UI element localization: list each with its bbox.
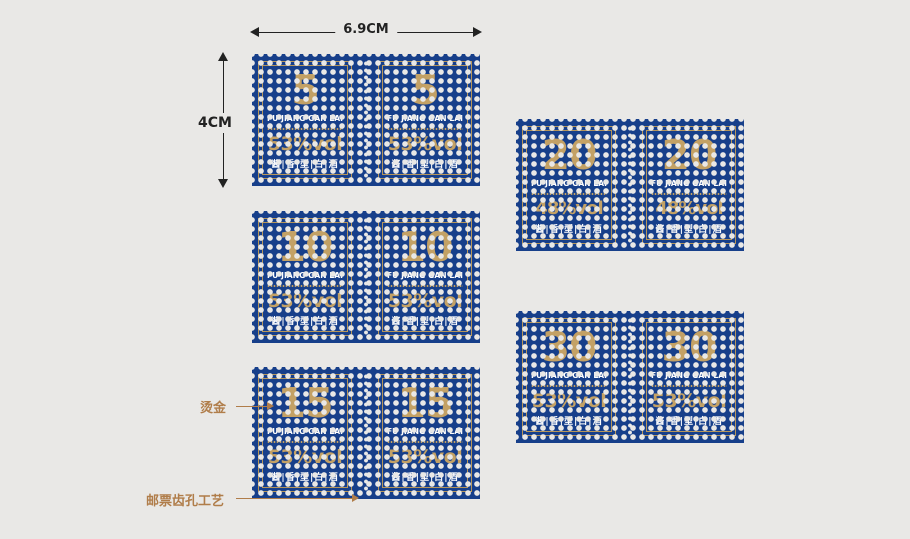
- stamp-inner-frame: [262, 65, 348, 175]
- stamp-vol: 53%vol: [387, 133, 463, 155]
- stamp-inner-frame: [262, 222, 348, 332]
- dotted-divider: [531, 385, 607, 387]
- perforation-line: [627, 125, 633, 245]
- stamp-left: 15 FU JIANG GAN LAI 53%vol 酱|香|型|白|酒: [258, 374, 352, 492]
- stamp-inner-frame: [262, 378, 348, 488]
- stamp-brand: FU JIANG GAN LAI: [386, 427, 464, 436]
- stamp-vol: 53%vol: [267, 446, 343, 468]
- stamp-number: 20: [661, 131, 717, 179]
- stamp-right: 20 FU JIANG GAN LAI 48%vol 酱|香|型|白|酒: [642, 126, 736, 244]
- stamp-chars: 酱|香|型|白|酒: [271, 160, 339, 170]
- stamp-chars: 酱|香|型|白|酒: [271, 317, 339, 327]
- perforation-line: [363, 60, 369, 180]
- stamp-right: 15 FU JIANG GAN LAI 53%vol 酱|香|型|白|酒: [378, 374, 472, 492]
- stamp-chars: 酱|香|型|白|酒: [655, 225, 723, 235]
- dotted-divider: [531, 193, 607, 195]
- dotted-divider: [651, 385, 727, 387]
- dotted-divider: [387, 128, 463, 130]
- stamp-vol: 53%vol: [267, 290, 343, 312]
- dotted-divider: [387, 441, 463, 443]
- stamp-sheet-5: 5 FU JIANG GAN LAI 53%vol 酱|香|型|白|酒 5 FU…: [252, 54, 480, 186]
- stamp-number: 30: [541, 323, 597, 371]
- arrow-right-icon: [473, 27, 482, 37]
- stamp-chars: 酱|香|型|白|酒: [535, 417, 603, 427]
- stamp-inner-frame: [646, 322, 732, 432]
- arrow-left-icon: [250, 27, 259, 37]
- stamp-inner-frame: [382, 222, 468, 332]
- stamp-right: 10 FU JIANG GAN LAI 53%vol 酱|香|型|白|酒: [378, 218, 472, 336]
- stamp-number: 10: [397, 223, 453, 271]
- stamp-chars: 酱|香|型|白|酒: [391, 473, 459, 483]
- perforation-line: [363, 217, 369, 337]
- stamp-number: 20: [541, 131, 597, 179]
- stamp-vol: 53%vol: [531, 390, 607, 412]
- stamp-vol: 53%vol: [387, 446, 463, 468]
- stamp-left: 10 FU JIANG GAN LAI 53%vol 酱|香|型|白|酒: [258, 218, 352, 336]
- dotted-divider: [267, 441, 343, 443]
- dotted-divider: [267, 128, 343, 130]
- stamp-number: 30: [661, 323, 717, 371]
- stamp-vol: 48%vol: [535, 198, 603, 219]
- stamp-vol: 53%vol: [651, 390, 727, 412]
- perforation-annotation-line: [236, 498, 352, 499]
- stamp-brand: FU JIANG GAN LAI: [266, 271, 344, 280]
- perforation-line: [627, 317, 633, 437]
- stamp-brand: FU JIANG GAN LAI: [650, 179, 728, 188]
- dotted-divider: [387, 285, 463, 287]
- arrow-right-icon: [352, 494, 359, 502]
- arrow-down-icon: [218, 179, 228, 188]
- perforation-line: [363, 373, 369, 493]
- height-label: 4CM: [198, 113, 232, 133]
- stamp-inner-frame: [646, 130, 732, 240]
- stamp-brand: FU JIANG GAN LAI: [386, 114, 464, 123]
- stamp-vol: 53%vol: [387, 290, 463, 312]
- stamp-chars: 酱|香|型|白|酒: [655, 417, 723, 427]
- stamp-sheet-15: 15 FU JIANG GAN LAI 53%vol 酱|香|型|白|酒 15 …: [252, 367, 480, 499]
- stamp-number: 5: [291, 66, 320, 114]
- width-label: 6.9CM: [335, 22, 397, 37]
- stamp-left: 20 FU JIANG GAN LAI 48%vol 酱|香|型|白|酒: [522, 126, 616, 244]
- stamp-sheet-10: 10 FU JIANG GAN LAI 53%vol 酱|香|型|白|酒 10 …: [252, 211, 480, 343]
- foil-annotation-line: [236, 406, 268, 407]
- stamp-inner-frame: [526, 322, 612, 432]
- stamp-brand: FU JIANG GAN LAI: [386, 271, 464, 280]
- stamp-number: 10: [277, 223, 333, 271]
- stamp-inner-frame: [382, 378, 468, 488]
- width-dimension: 6.9CM: [250, 22, 482, 40]
- stamp-chars: 酱|香|型|白|酒: [391, 160, 459, 170]
- stamp-inner-frame: [526, 130, 612, 240]
- foil-annotation-label: 烫金: [200, 401, 227, 416]
- stamp-left: 30 FU JIANG GAN LAI 53%vol 酱|香|型|白|酒: [522, 318, 616, 436]
- stamp-chars: 酱|香|型|白|酒: [391, 317, 459, 327]
- arrow-up-icon: [218, 52, 228, 61]
- stamp-number: 15: [277, 379, 333, 427]
- stamp-brand: FU JIANG GAN LAI: [266, 114, 344, 123]
- stamp-brand: FU JIANG GAN LAI: [530, 371, 608, 380]
- stamp-brand: FU JIANG GAN LAI: [530, 179, 608, 188]
- perforation-annotation-label: 邮票齿孔工艺: [146, 494, 225, 509]
- stamp-brand: FU JIANG GAN LAI: [266, 427, 344, 436]
- stamp-right: 5 FU JIANG GAN LAI 53%vol 酱|香|型|白|酒: [378, 61, 472, 179]
- stamp-number: 15: [397, 379, 453, 427]
- stamp-chars: 酱|香|型|白|酒: [271, 473, 339, 483]
- arrow-right-icon: [267, 402, 274, 410]
- stamp-sheet-30: 30 FU JIANG GAN LAI 53%vol 酱|香|型|白|酒 30 …: [516, 311, 744, 443]
- dotted-divider: [267, 285, 343, 287]
- stamp-number: 5: [411, 66, 440, 114]
- dotted-divider: [651, 193, 727, 195]
- stamp-inner-frame: [382, 65, 468, 175]
- stamp-sheet-20: 20 FU JIANG GAN LAI 48%vol 酱|香|型|白|酒 20 …: [516, 119, 744, 251]
- stamp-right: 30 FU JIANG GAN LAI 53%vol 酱|香|型|白|酒: [642, 318, 736, 436]
- stamp-vol: 53%vol: [267, 133, 343, 155]
- stamp-brand: FU JIANG GAN LAI: [650, 371, 728, 380]
- stamp-left: 5 FU JIANG GAN LAI 53%vol 酱|香|型|白|酒: [258, 61, 352, 179]
- stamp-vol: 48%vol: [655, 198, 723, 219]
- stamp-chars: 酱|香|型|白|酒: [535, 225, 603, 235]
